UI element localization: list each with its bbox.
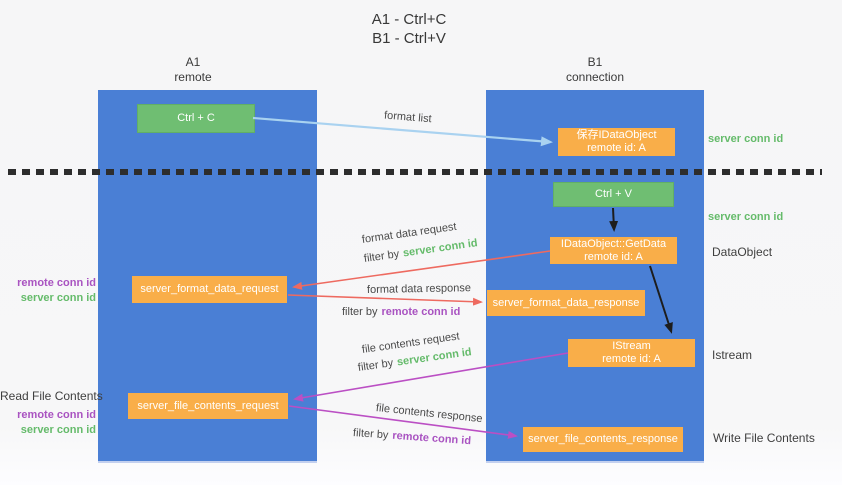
annotation-server-conn-id-file: server conn id xyxy=(20,424,96,436)
node-getdata-line-1: IDataObject::GetData xyxy=(560,237,667,250)
node-format-request-label: server_format_data_request xyxy=(140,283,279,295)
node-server-format-data-response: server_format_data_response xyxy=(487,290,645,316)
dotted-separator-line xyxy=(8,169,822,175)
node-ctrl-v: Ctrl + V xyxy=(553,182,674,207)
node-server-file-contents-request: server_file_contents_request xyxy=(128,393,288,419)
label-format-data-response: format data response xyxy=(366,282,472,296)
node-server-format-data-request: server_format_data_request xyxy=(132,276,287,303)
column-b1-role: connection xyxy=(565,70,625,84)
annotation-server-conn-id-format: server conn id xyxy=(20,292,96,304)
annotation-istream: Istream xyxy=(712,348,753,362)
node-ctrl-v-label: Ctrl + V xyxy=(595,188,632,200)
annotation-server-conn-id-top: server conn id xyxy=(708,133,784,145)
node-istream-line-1: IStream xyxy=(612,340,651,352)
annotation-conn-ids-file: remote conn id server conn id xyxy=(0,408,96,438)
title-line-1: A1 - Ctrl+C xyxy=(371,11,447,28)
annotation-write-file-contents: Write File Contents xyxy=(713,431,815,445)
label-file-contents-response: file contents response xyxy=(375,402,484,426)
node-ctrl-c: Ctrl + C xyxy=(137,104,255,133)
label-format-list: format list xyxy=(383,109,433,126)
node-format-response-label: server_format_data_response xyxy=(492,296,640,309)
column-a1-id: A1 xyxy=(185,55,201,69)
node-save-line-1: 保存IDataObject xyxy=(576,129,657,141)
annotation-conn-ids-format: remote conn id server conn id xyxy=(0,276,96,306)
node-file-response-label: server_file_contents_response xyxy=(528,433,678,445)
column-b1-id: B1 xyxy=(587,55,603,69)
node-ctrl-c-label: Ctrl + C xyxy=(177,112,215,124)
diagram-title: A1 - Ctrl+C B1 - Ctrl+V xyxy=(309,10,509,48)
node-istream: IStream remote id: A xyxy=(568,339,695,367)
annotation-dataobject: DataObject xyxy=(712,245,773,259)
annotation-remote-conn-id-file: remote conn id xyxy=(17,409,96,421)
annotation-remote-conn-id-format: remote conn id xyxy=(17,277,96,289)
node-save-idataobject: 保存IDataObject remote id: A xyxy=(558,128,675,156)
node-istream-line-2: remote id: A xyxy=(602,353,661,365)
column-header-b1: B1 connection xyxy=(535,55,655,85)
column-header-a1: A1 remote xyxy=(133,55,253,85)
annotation-read-file-contents: Read File Contents xyxy=(0,389,103,403)
title-line-2: B1 - Ctrl+V xyxy=(372,30,446,47)
node-server-file-contents-response: server_file_contents_response xyxy=(523,427,683,452)
node-save-line-2: remote id: A xyxy=(587,142,646,154)
column-a1-role: remote xyxy=(174,70,212,84)
annotation-server-conn-id-mid: server conn id xyxy=(708,211,784,223)
node-idataobject-getdata: IDataObject::GetData remote id: A xyxy=(550,237,677,264)
node-getdata-line-2: remote id: A xyxy=(584,250,643,263)
node-file-request-label: server_file_contents_request xyxy=(137,399,279,412)
